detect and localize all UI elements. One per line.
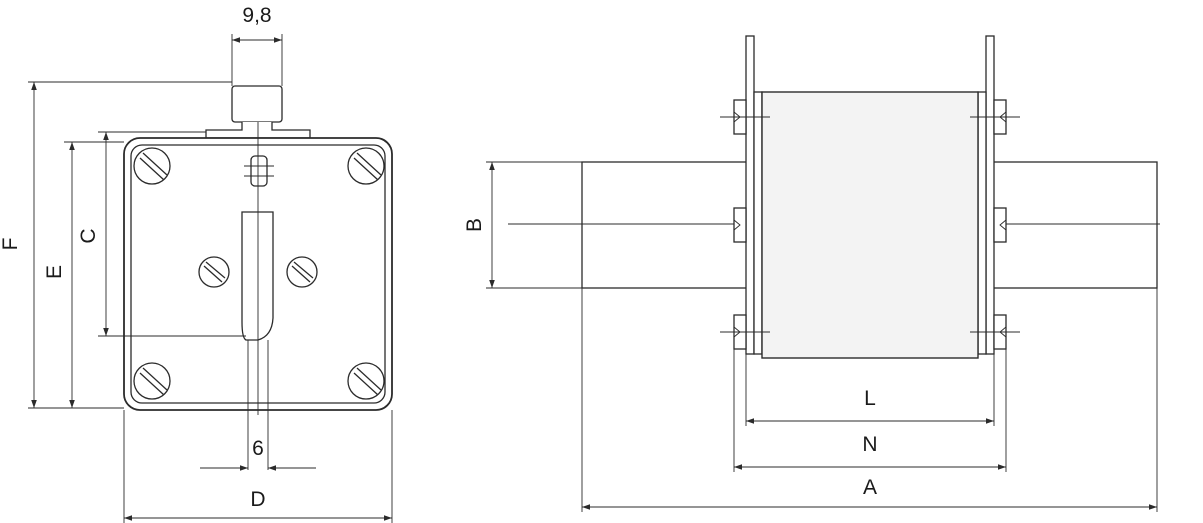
dim-label-N: N [862,433,877,456]
dim-label-C: C [77,228,100,243]
dim-label-A: A [863,476,877,499]
dim-label-D: D [250,488,265,511]
bolt-left-middle [733,207,747,243]
front-view: 9,8 6 D C E F [0,4,393,523]
striker-knob [231,85,283,123]
ceramic-body [761,91,979,359]
blade-right [989,161,1158,289]
screw-middle-right [286,256,318,288]
dim-label-B: B [463,218,486,232]
screw-bottom-right [347,362,385,400]
dim-label-6: 6 [252,437,264,460]
indicator-pin [250,155,268,187]
screw-bottom-left [133,362,171,400]
blade-left [581,161,748,289]
screw-middle-left [198,256,230,288]
end-plate-left [745,35,755,355]
dim-label-L: L [864,387,876,410]
screw-top-right [347,147,385,185]
bolt-right-middle [993,207,1007,243]
bolt-right-bottom [970,314,1020,350]
bolt-left-bottom [720,314,770,350]
bolt-right-top [970,99,1020,135]
end-plate-right [985,35,995,355]
screw-top-left [133,147,171,185]
bolt-left-top [720,99,770,135]
blade-slot [241,211,274,341]
side-view: B L N A [463,35,1160,512]
dim-label-9-8: 9,8 [242,4,271,27]
dim-label-E: E [43,265,66,279]
dim-label-F: F [0,238,22,251]
